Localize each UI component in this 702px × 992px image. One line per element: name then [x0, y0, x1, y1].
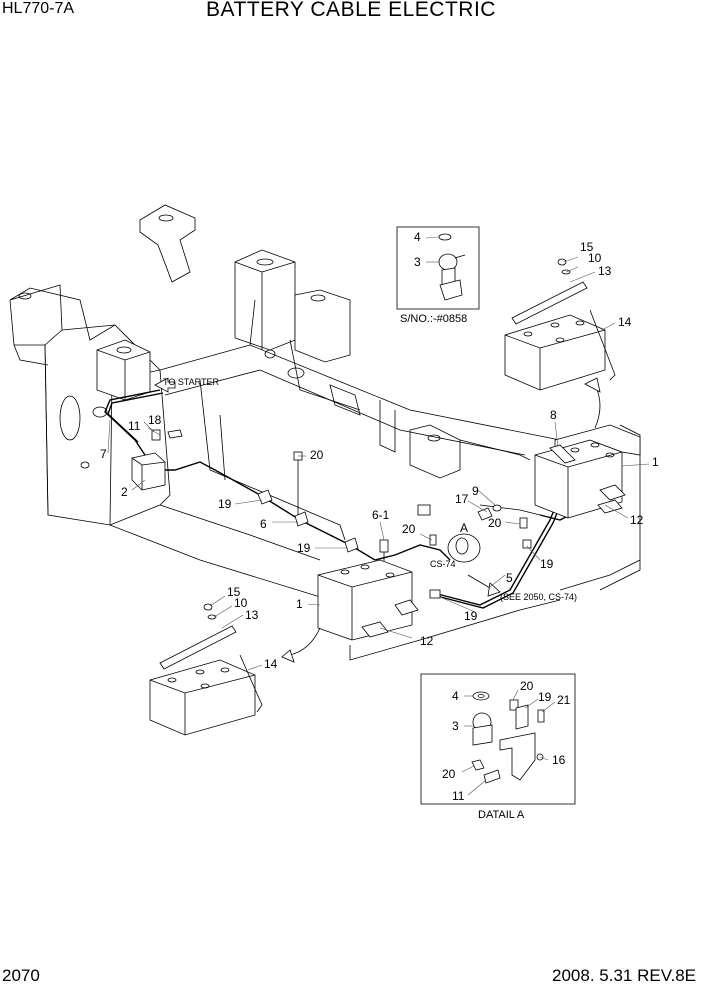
label-11b: 11	[452, 789, 465, 803]
label-1b: 1	[652, 455, 659, 469]
battery-left-installed	[317, 559, 419, 641]
label-20b: 20	[402, 522, 416, 536]
label-20e: 20	[442, 767, 456, 781]
page-number: 2070	[2, 966, 40, 985]
note-cs74: CS-74	[430, 559, 456, 569]
label-4b: 4	[452, 689, 459, 703]
note-see-ref: (SEE 2050, CS-74)	[500, 592, 577, 602]
note-to-starter: TO STARTER	[163, 377, 220, 387]
label-11a: 11	[128, 419, 141, 433]
label-14b: 14	[264, 657, 278, 671]
diagram-notes: TO STARTER S/NO.:-#0858 (SEE 2050, CS-74…	[163, 313, 577, 821]
label-20d: 20	[520, 679, 534, 693]
label-3a: 3	[414, 255, 421, 269]
label-12b: 12	[630, 513, 644, 527]
page-title: BATTERY CABLE ELECTRIC	[206, 0, 496, 21]
label-1a: 1	[296, 597, 303, 611]
inset-sno	[396, 226, 480, 310]
label-20c: 20	[488, 516, 502, 530]
label-13b: 13	[245, 608, 259, 622]
date-revision: 2008. 5.31 REV.8E	[552, 966, 696, 985]
label-19a: 19	[218, 497, 232, 511]
model-number: HL770-7A	[2, 0, 75, 17]
label-15b: 15	[227, 585, 241, 599]
leader-lines	[107, 236, 650, 796]
label-12a: 12	[420, 634, 434, 648]
label-15a: 15	[580, 240, 594, 254]
label-19b: 19	[297, 541, 311, 555]
label-6-1: 6-1	[372, 508, 390, 522]
label-5: 5	[506, 571, 513, 585]
label-7: 7	[100, 447, 107, 461]
label-18: 18	[148, 413, 162, 427]
cable-route-left	[104, 377, 389, 562]
label-9: 9	[472, 484, 479, 498]
label-10a: 10	[588, 251, 602, 265]
note-sno: S/NO.:-#0858	[400, 313, 467, 325]
label-3b: 3	[452, 719, 459, 733]
label-14a: 14	[618, 315, 632, 329]
label-10b: 10	[234, 596, 248, 610]
label-21: 21	[557, 693, 571, 707]
label-4a: 4	[414, 230, 421, 244]
part-labels: 20 18 11 7 2 19 6 19 6-1 20 17 9 20 19 5…	[100, 230, 659, 803]
label-2: 2	[121, 485, 128, 499]
label-20a: 20	[310, 448, 324, 462]
label-19e: 19	[538, 690, 552, 704]
battery-right-installed	[534, 424, 641, 519]
label-17: 17	[455, 492, 469, 506]
label-6: 6	[260, 517, 267, 531]
label-19c: 19	[540, 557, 554, 571]
battery-exploded-right	[504, 258, 616, 429]
label-19d: 19	[464, 609, 478, 623]
label-8: 8	[550, 408, 557, 422]
battery-exploded-left	[149, 603, 321, 736]
note-detail-a: DATAIL A	[478, 809, 525, 821]
note-detail-marker: A	[460, 521, 468, 535]
label-16: 16	[552, 753, 566, 767]
frame-chassis	[9, 204, 641, 661]
label-13a: 13	[598, 264, 612, 278]
inset-detail-a	[420, 673, 576, 805]
